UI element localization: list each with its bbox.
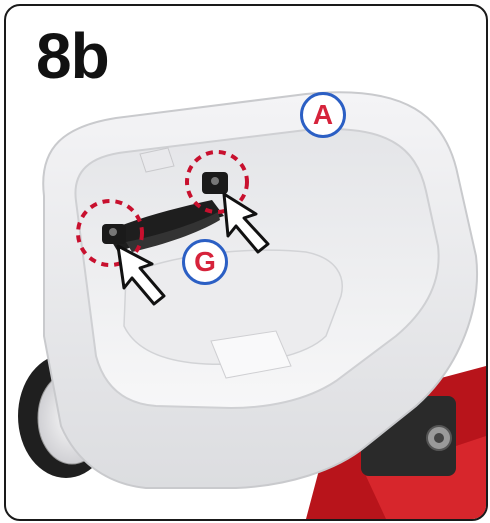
instruction-panel: 8b A G: [4, 4, 488, 521]
step-number: 8b: [36, 24, 109, 88]
callout-part-g: G: [182, 239, 228, 285]
callout-part-a: A: [300, 92, 346, 138]
